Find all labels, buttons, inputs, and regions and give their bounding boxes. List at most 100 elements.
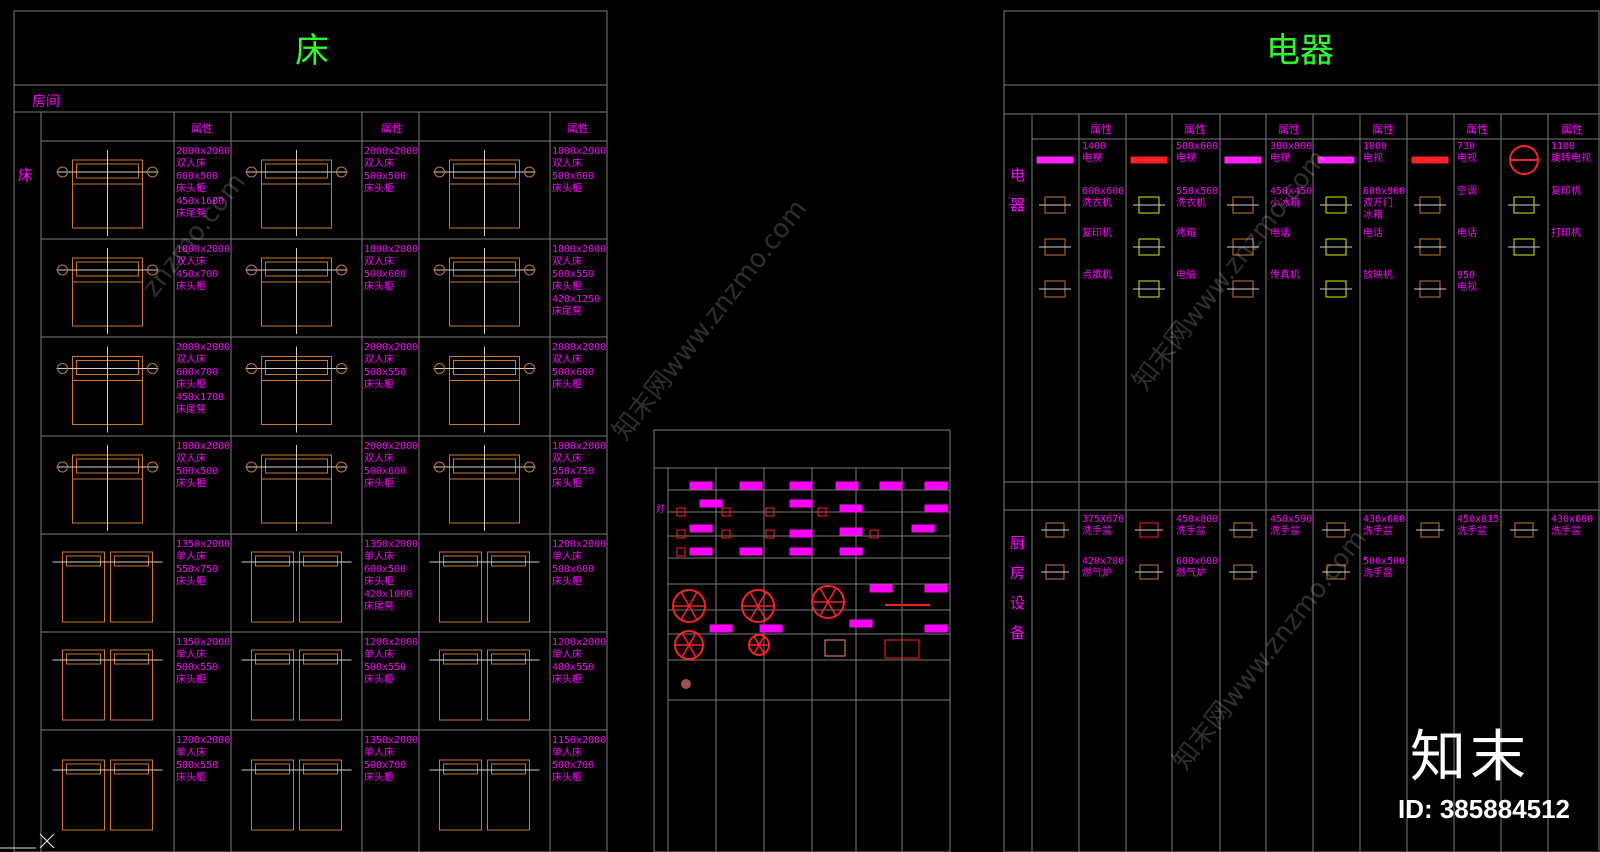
appliance-spec-text: 电视 — [1363, 151, 1383, 164]
bed-spec-text: 500x550 — [552, 269, 594, 280]
bed-spec-text: 1350x2000 — [364, 735, 418, 746]
symbol-tag — [924, 584, 948, 593]
nightstand-lamp-icon — [147, 461, 158, 473]
bed-spec-text: 450x700 — [176, 269, 218, 280]
lamp-spoke — [819, 601, 829, 617]
appliance-spec-text: 730 — [1457, 141, 1475, 152]
bed-spec-text: 床头柜 — [176, 378, 206, 391]
bed-spec-text: 单人床 — [176, 648, 206, 661]
symbol-tag — [689, 524, 713, 533]
symbol-tag — [835, 481, 859, 490]
symbol-panel: 灯 — [653, 429, 951, 852]
lamp-spoke — [680, 605, 690, 621]
kitchen-spec-text: 洗手盆 — [1457, 524, 1487, 537]
bed-spec-text: 1150x2000 — [552, 735, 606, 746]
bed-spec-text: 床尾凳 — [552, 305, 582, 318]
bed-frame — [487, 649, 530, 721]
grille-symbol-icon — [824, 639, 846, 657]
kitchen-spec-text: 洗手盆 — [1176, 524, 1206, 537]
bed-frame — [110, 759, 153, 831]
appliance-symbol-icon — [1039, 196, 1071, 214]
kitchen-spec-text: 450x590 — [1270, 514, 1312, 525]
nightstand-lamp-icon — [434, 461, 445, 473]
kitchen-spec-text: 洗手盆 — [1082, 524, 1112, 537]
bed-spec-text: 1350x2000 — [364, 539, 418, 550]
bed-spec-text: 500x550 — [364, 367, 406, 378]
appliance-symbol-icon — [1320, 280, 1352, 298]
nightstand-lamp-icon — [57, 461, 68, 473]
nightstand-lamp-icon — [57, 363, 68, 374]
small-symbol-icon — [721, 529, 731, 539]
appliance-symbol-icon — [1133, 238, 1165, 256]
appliance-symbol-icon — [1133, 196, 1165, 214]
bed-frame — [299, 649, 342, 721]
bed-spec-text: 450x1600 — [176, 196, 224, 207]
bed-spec-text: 双人床 — [176, 452, 206, 465]
attribute-header: 属性 — [381, 121, 403, 135]
appliance-symbol-icon — [1133, 280, 1165, 298]
bed-pillow — [443, 555, 478, 567]
bed-spec-text: 床头柜 — [552, 280, 582, 293]
attribute-header: 属性 — [1372, 122, 1394, 136]
symbol-tag — [699, 499, 723, 508]
bed-spec-text: 1800x2000 — [176, 441, 230, 452]
bed-frame — [62, 759, 105, 831]
bed-spec-text: 500x700 — [364, 760, 406, 771]
nightstand-lamp-icon — [336, 363, 347, 374]
appliance-symbol-icon — [1414, 196, 1446, 214]
bed-pillow — [255, 653, 290, 665]
nightstand-lamp-icon — [434, 363, 445, 374]
bed-spec-text: 420x1000 — [364, 589, 412, 600]
bed-spec-text: 双人床 — [364, 255, 394, 268]
bed-spec-text: 床尾凳 — [176, 207, 206, 220]
bed-spec-text: 1800x2000 — [176, 244, 230, 255]
nightstand-lamp-icon — [147, 264, 158, 276]
bed-frame — [439, 551, 482, 623]
bed-pillow — [303, 653, 338, 665]
bed-spec-text: 床头柜 — [364, 575, 394, 588]
kitchen-spec-text: 500x500 — [1363, 556, 1405, 567]
nightstand-lamp-icon — [246, 264, 257, 276]
appliance-spec-text: 1400 — [1082, 141, 1106, 152]
bed-spec-text: 单人床 — [176, 550, 206, 563]
appliance-symbol-icon — [1414, 280, 1446, 298]
symbol-tag — [789, 547, 813, 556]
bed-pillow — [66, 763, 101, 775]
kitchen-symbol-icon — [1510, 522, 1538, 538]
nightstand-lamp-icon — [246, 363, 257, 374]
bed-pillow — [491, 555, 526, 567]
attribute-header: 属性 — [1278, 122, 1300, 136]
bed-frame — [251, 649, 294, 721]
bed-frame — [439, 649, 482, 721]
bed-symbol-icon — [433, 445, 536, 531]
nightstand-lamp-icon — [336, 166, 347, 178]
bed-spec-text: 床头柜 — [364, 378, 394, 391]
symbol-tag — [879, 481, 903, 490]
appliance-spec-text: 电脑 — [1176, 268, 1196, 281]
appliance-symbol-icon — [1224, 156, 1262, 164]
bed-spec-text: 1800x2000 — [364, 244, 418, 255]
nightstand-lamp-icon — [524, 461, 535, 473]
appliance-symbol-icon — [1227, 196, 1259, 214]
bed-pillow — [443, 653, 478, 665]
appliance-spec-text: 传真机 — [1270, 268, 1300, 281]
room-label: 房间 — [32, 94, 60, 110]
bed-frame — [62, 551, 105, 623]
bed-spec-text: 1800x2000 — [552, 146, 606, 157]
bed-spec-text: 床头柜 — [176, 771, 206, 784]
bed-spec-text: 600x500 — [176, 171, 218, 182]
bed-panel-frame — [13, 10, 608, 852]
bed-spec-text: 1200x2000 — [176, 735, 230, 746]
appliance-spec-text: 电视 — [1270, 151, 1290, 164]
twin-bed-symbol-icon — [429, 551, 540, 623]
lamp-spoke — [827, 601, 837, 617]
bed-pillow — [114, 763, 149, 775]
nightstand-lamp-icon — [336, 461, 347, 473]
bed-spec-text: 500x500 — [176, 466, 218, 477]
lamp-symbol-icon — [741, 589, 775, 623]
bed-spec-text: 床头柜 — [552, 771, 582, 784]
bed-pillow — [114, 555, 149, 567]
appliance-panel-title: 电器 — [1266, 31, 1334, 71]
appliance-spec-text: 空调 — [1457, 184, 1477, 197]
